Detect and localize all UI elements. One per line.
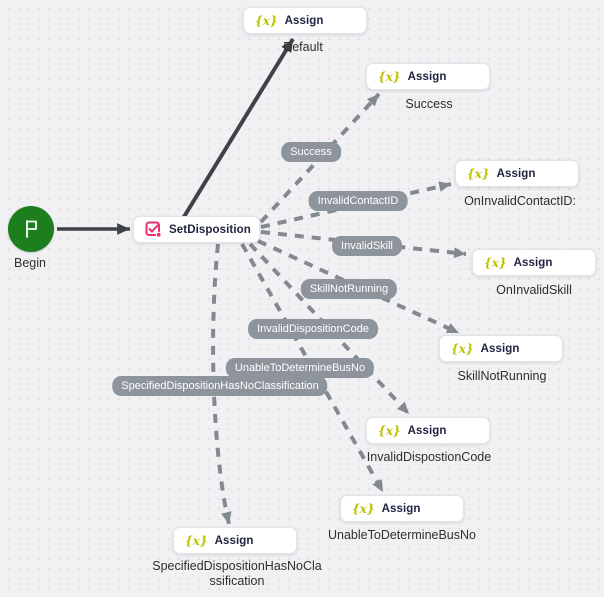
edge-invalid-disposition-code[interactable]: [248, 242, 411, 416]
node-title: SetDisposition: [169, 223, 251, 236]
edge-label-invalid-skill[interactable]: InvalidSkill: [332, 236, 402, 256]
node-assign-skill-not-running[interactable]: {x} Assign: [439, 335, 563, 362]
checkbox-check-icon: [145, 221, 162, 238]
node-title: Assign: [407, 424, 447, 437]
node-title: Assign: [381, 502, 421, 515]
assign-variable-icon: {x}: [451, 341, 474, 356]
assign-variable-icon: {x}: [255, 13, 278, 28]
node-title: Assign: [480, 342, 520, 355]
edge-specified-disposition[interactable]: [211, 243, 232, 525]
node-setdisposition[interactable]: SetDisposition: [133, 216, 260, 243]
node-title: Assign: [284, 14, 324, 27]
node-caption-on-invalid-contact-id: OnInvalidContactID:: [464, 194, 576, 208]
node-assign-unable-to-determine-bus-no[interactable]: {x} Assign: [340, 495, 464, 522]
node-assign-on-invalid-skill[interactable]: {x} Assign: [472, 249, 596, 276]
assign-variable-icon: {x}: [467, 166, 490, 181]
assign-variable-icon: {x}: [484, 255, 507, 270]
node-caption-begin: Begin: [14, 256, 46, 270]
assign-variable-icon: {x}: [352, 501, 375, 516]
node-caption-success: Success: [405, 97, 453, 111]
node-title: Assign: [214, 534, 254, 547]
node-assign-default[interactable]: {x} Assign: [243, 7, 367, 34]
node-title: Assign: [496, 167, 536, 180]
node-assign-on-invalid-contact-id[interactable]: {x} Assign: [455, 160, 579, 187]
node-caption-on-invalid-skill: OnInvalidSkill: [496, 283, 572, 297]
edge-label-skill-not-running[interactable]: SkillNotRunning: [300, 279, 398, 299]
node-caption-unable-to-determine-bus-no: UnableToDetermineBusNo: [328, 528, 476, 542]
node-caption-invalid-dispostion-code: InvalidDispostionCode: [366, 450, 492, 464]
assign-variable-icon: {x}: [378, 69, 401, 84]
node-assign-success[interactable]: {x} Assign: [366, 63, 490, 90]
edge-label-invalid-contact-id[interactable]: InvalidContactID: [308, 191, 408, 211]
assign-variable-icon: {x}: [185, 533, 208, 548]
edge-label-success[interactable]: Success: [281, 142, 341, 162]
node-caption-skill-not-running: SkillNotRunning: [457, 369, 547, 383]
edge-default[interactable]: [180, 37, 295, 222]
node-caption-default: Default: [283, 40, 323, 54]
node-title: Assign: [513, 256, 553, 269]
assign-variable-icon: {x}: [378, 423, 401, 438]
edge-label-invalid-disposition-code[interactable]: InvalidDispositionCode: [248, 319, 378, 339]
node-title: Assign: [407, 70, 447, 83]
node-caption-specified-disposition: SpecifiedDispositionHasNoClassification: [152, 559, 322, 588]
node-begin[interactable]: [8, 206, 54, 252]
edge-label-specified-disposition[interactable]: SpecifiedDispositionHasNoClassification: [112, 376, 328, 396]
node-assign-invalid-dispostion-code[interactable]: {x} Assign: [366, 417, 490, 444]
flag-icon: [21, 218, 41, 240]
node-assign-specified-disposition[interactable]: {x} Assign: [173, 527, 297, 554]
edge-label-unable-to-determine-bus-no[interactable]: UnableToDetermineBusNo: [225, 358, 375, 378]
